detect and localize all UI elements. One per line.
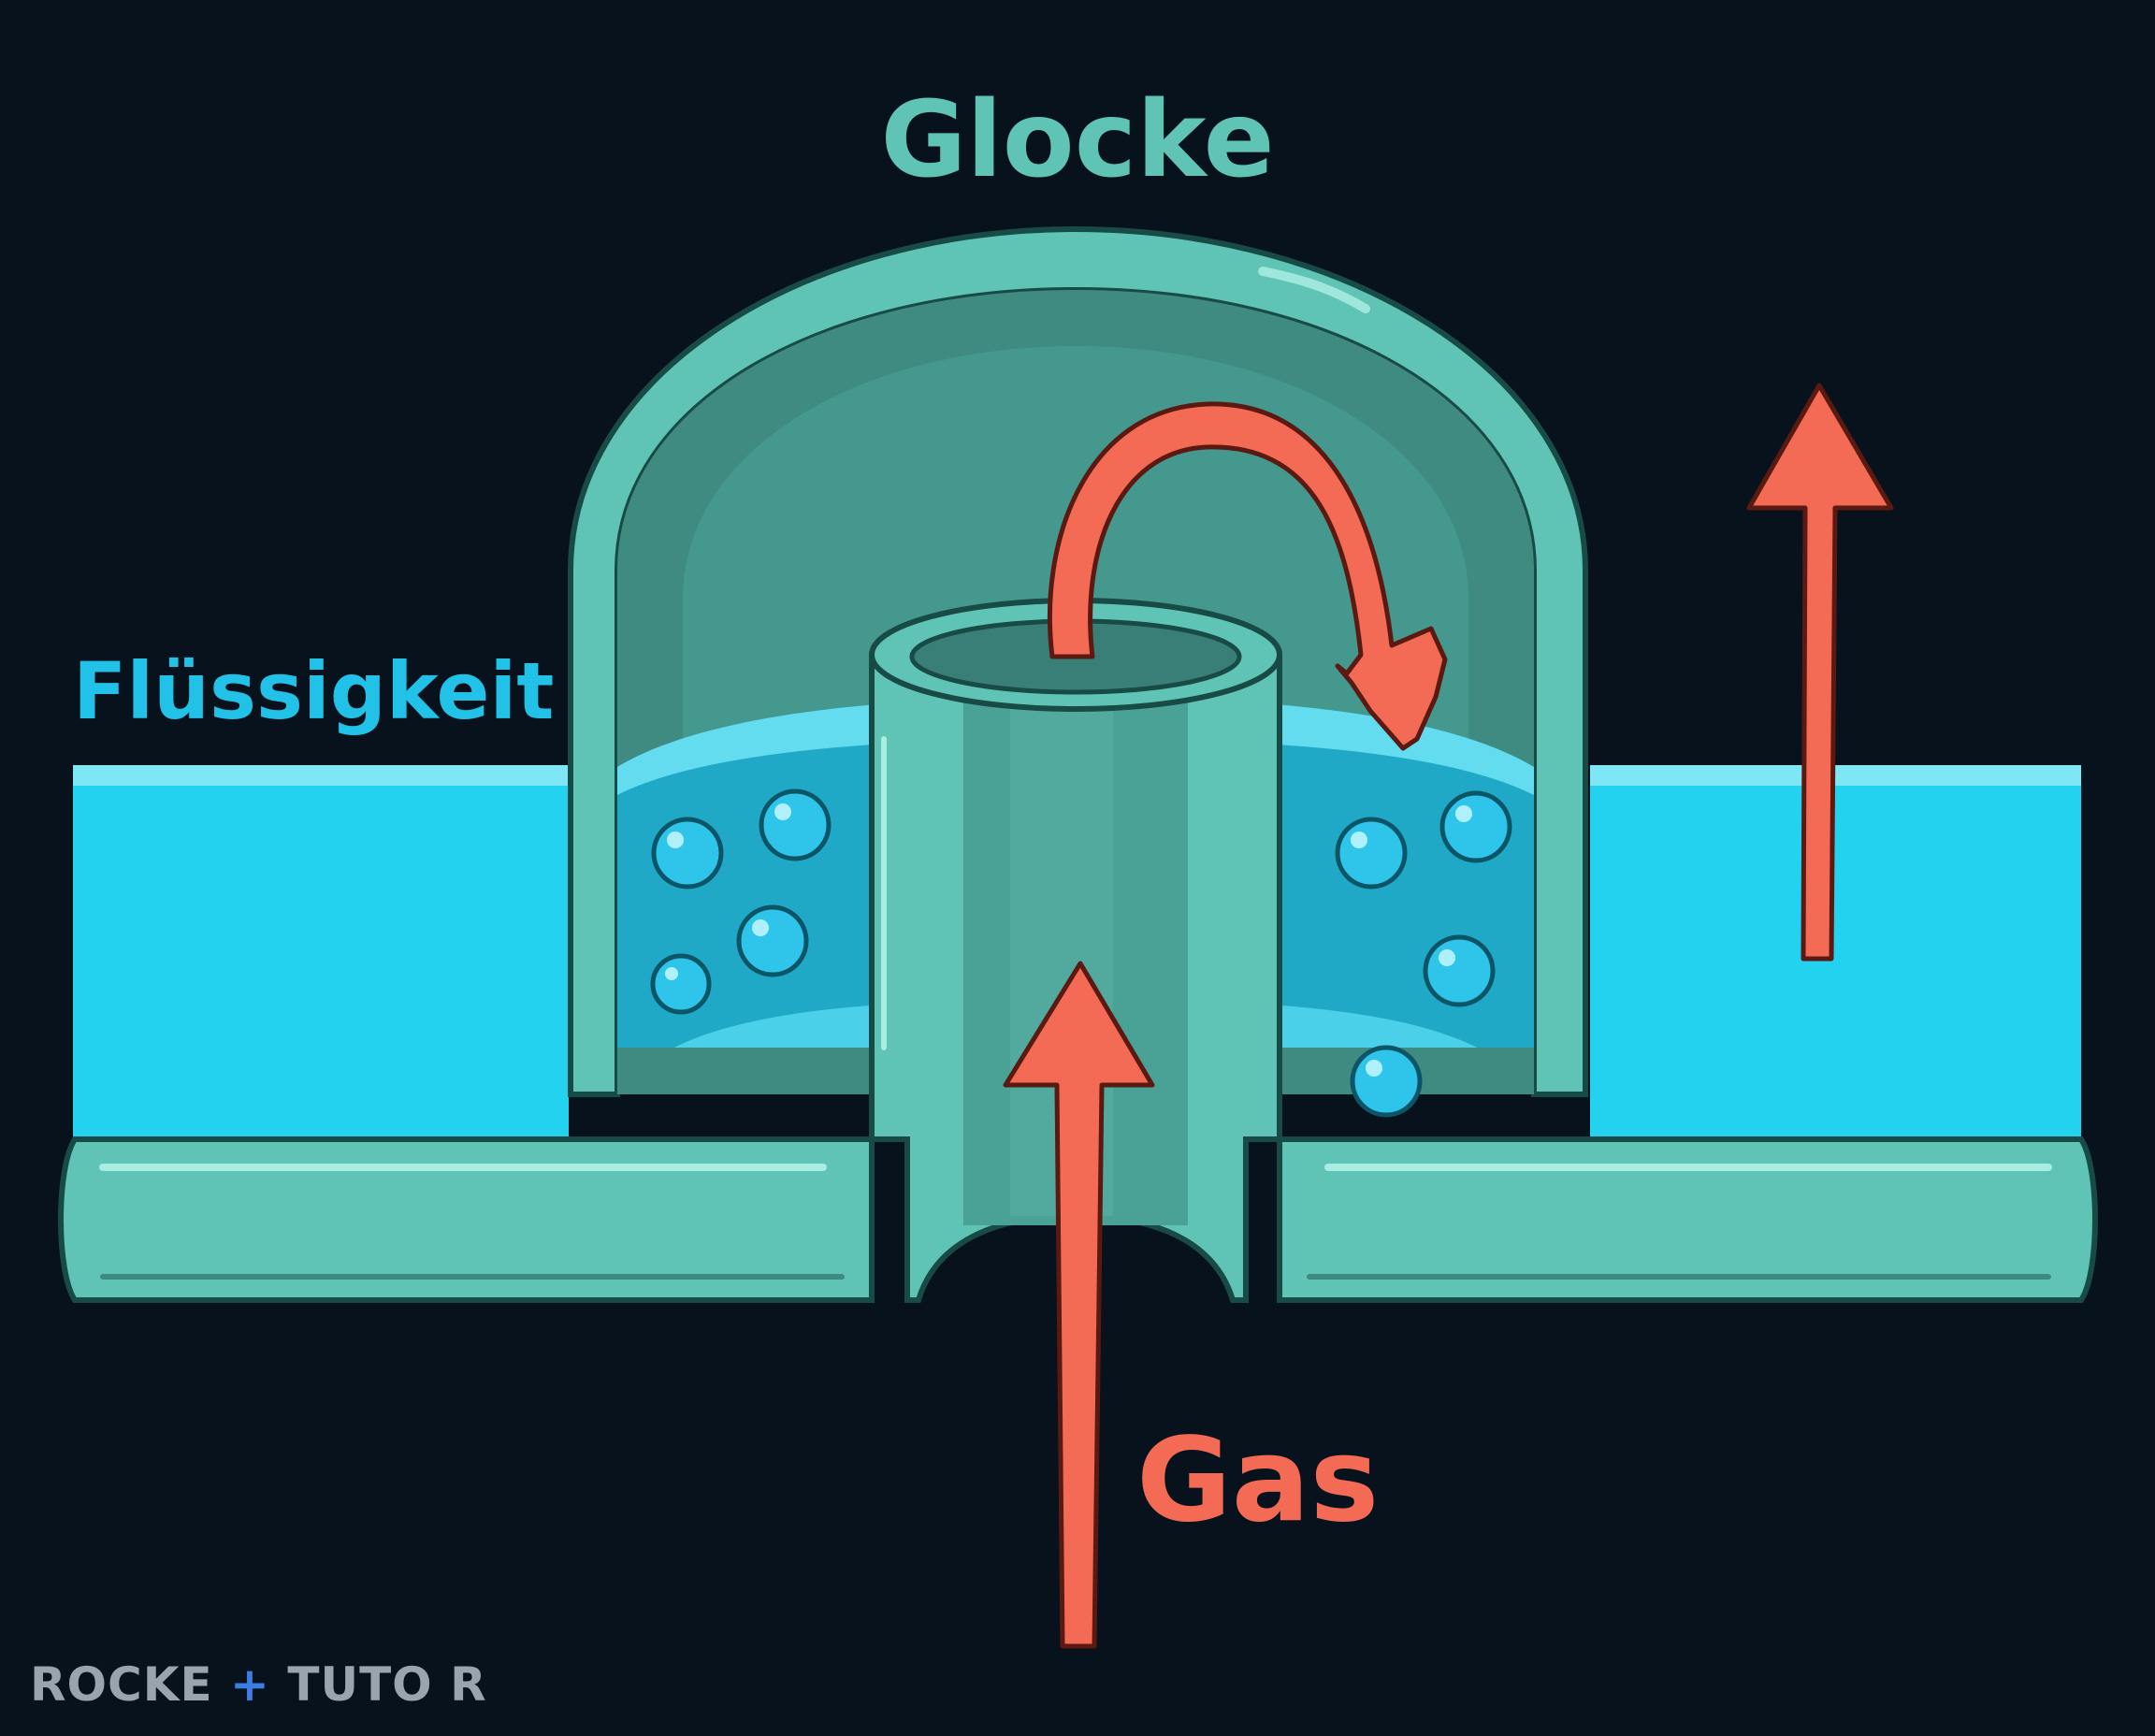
label-gas: Gas bbox=[1136, 1413, 1379, 1548]
logo-part-1: ROCKE bbox=[30, 1657, 213, 1712]
label-liquid: Flüssigkeit bbox=[73, 645, 554, 737]
bubble bbox=[651, 817, 724, 890]
bubble bbox=[1423, 934, 1496, 1007]
bubble bbox=[736, 904, 809, 977]
brand-logo: ROCKE + TUTO R bbox=[30, 1657, 487, 1712]
gas-flow-arrows bbox=[1003, 383, 1894, 1649]
logo-part-3: R bbox=[450, 1657, 487, 1712]
liquid-layer bbox=[73, 765, 2081, 1139]
bubble-highlights bbox=[665, 803, 1472, 1077]
bubble bbox=[1335, 817, 1408, 890]
bubble bbox=[1350, 1045, 1423, 1118]
bubble bbox=[1439, 790, 1512, 863]
gas-up-arrow-right bbox=[1746, 383, 1894, 962]
gas-up-arrow-center bbox=[1003, 961, 1155, 1649]
base-tray bbox=[58, 1136, 2098, 1303]
logo-plus-icon: + bbox=[230, 1657, 270, 1712]
bubble bbox=[759, 788, 832, 861]
logo-part-2: TUTO bbox=[287, 1657, 432, 1712]
bubble bbox=[650, 953, 712, 1015]
gas-curved-arrow bbox=[1047, 401, 1448, 751]
label-bell: Glocke bbox=[880, 80, 1274, 201]
